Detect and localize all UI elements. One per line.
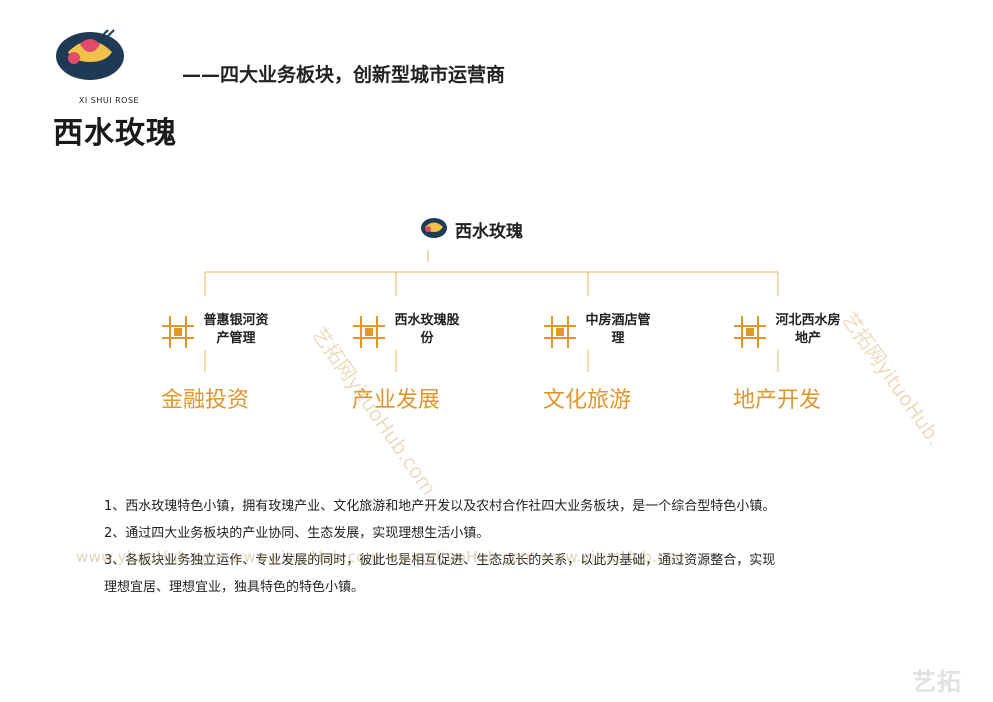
logo-name: 西水玫瑰 <box>53 116 177 151</box>
brand-emblem-icon <box>421 218 447 238</box>
lattice-icon <box>734 316 766 348</box>
logo-subtitle: XI SHUI ROSE <box>78 96 140 105</box>
description-list: 1、西水玫瑰特色小镇，拥有玫瑰产业、文化旅游和地产开发以及农村合作社四大业务板块… <box>104 493 904 601</box>
corner-watermark: 艺拓 <box>912 668 962 696</box>
lattice-icon <box>162 316 194 348</box>
node-field: 金融投资 <box>160 388 249 413</box>
page-headline: ——四大业务板块，创新型城市运营商 <box>182 64 506 86</box>
business-node-industry: 西水玫瑰股份 产业发展 <box>349 306 539 416</box>
list-item: 1、西水玫瑰特色小镇，拥有玫瑰产业、文化旅游和地产开发以及农村合作社四大业务板块… <box>104 499 776 514</box>
node-field: 文化旅游 <box>542 388 631 413</box>
node-label: 河北西水房地产 <box>775 313 841 346</box>
node-label: 中房酒店管理 <box>585 313 651 346</box>
list-item: 理想宜居、理想宜业，独具特色的特色小镇。 <box>104 580 365 595</box>
rose-emblem-icon <box>56 29 124 80</box>
list-item: 2、通过四大业务板块的产业协同、生态发展，实现理想生活小镇。 <box>104 526 490 541</box>
watermark-line: www.yituoHub.com www.yituoHub.com www.yi… <box>76 548 691 566</box>
xishui-rose-logo: XI SHUI ROSE 西水玫瑰 <box>30 22 180 162</box>
brand-name: 西水玫瑰 <box>455 222 523 242</box>
node-label: 西水玫瑰股份 <box>394 313 460 346</box>
business-node-tourism: 中房酒店管理 文化旅游 <box>540 306 730 416</box>
business-node-realestate: 河北西水房地产 地产开发 <box>730 306 920 416</box>
node-field: 地产开发 <box>732 388 821 413</box>
lattice-icon <box>544 316 576 348</box>
list-item: 3、各板块业务独立运作、专业发展的同时，彼此也是相互促进、生态成长的关系，以此为… <box>104 553 776 568</box>
node-label: 普惠银河资产管理 <box>203 313 269 346</box>
lattice-icon <box>353 316 385 348</box>
business-node-finance: 普惠银河资产管理 金融投资 <box>158 306 348 416</box>
node-field: 产业发展 <box>351 388 440 413</box>
